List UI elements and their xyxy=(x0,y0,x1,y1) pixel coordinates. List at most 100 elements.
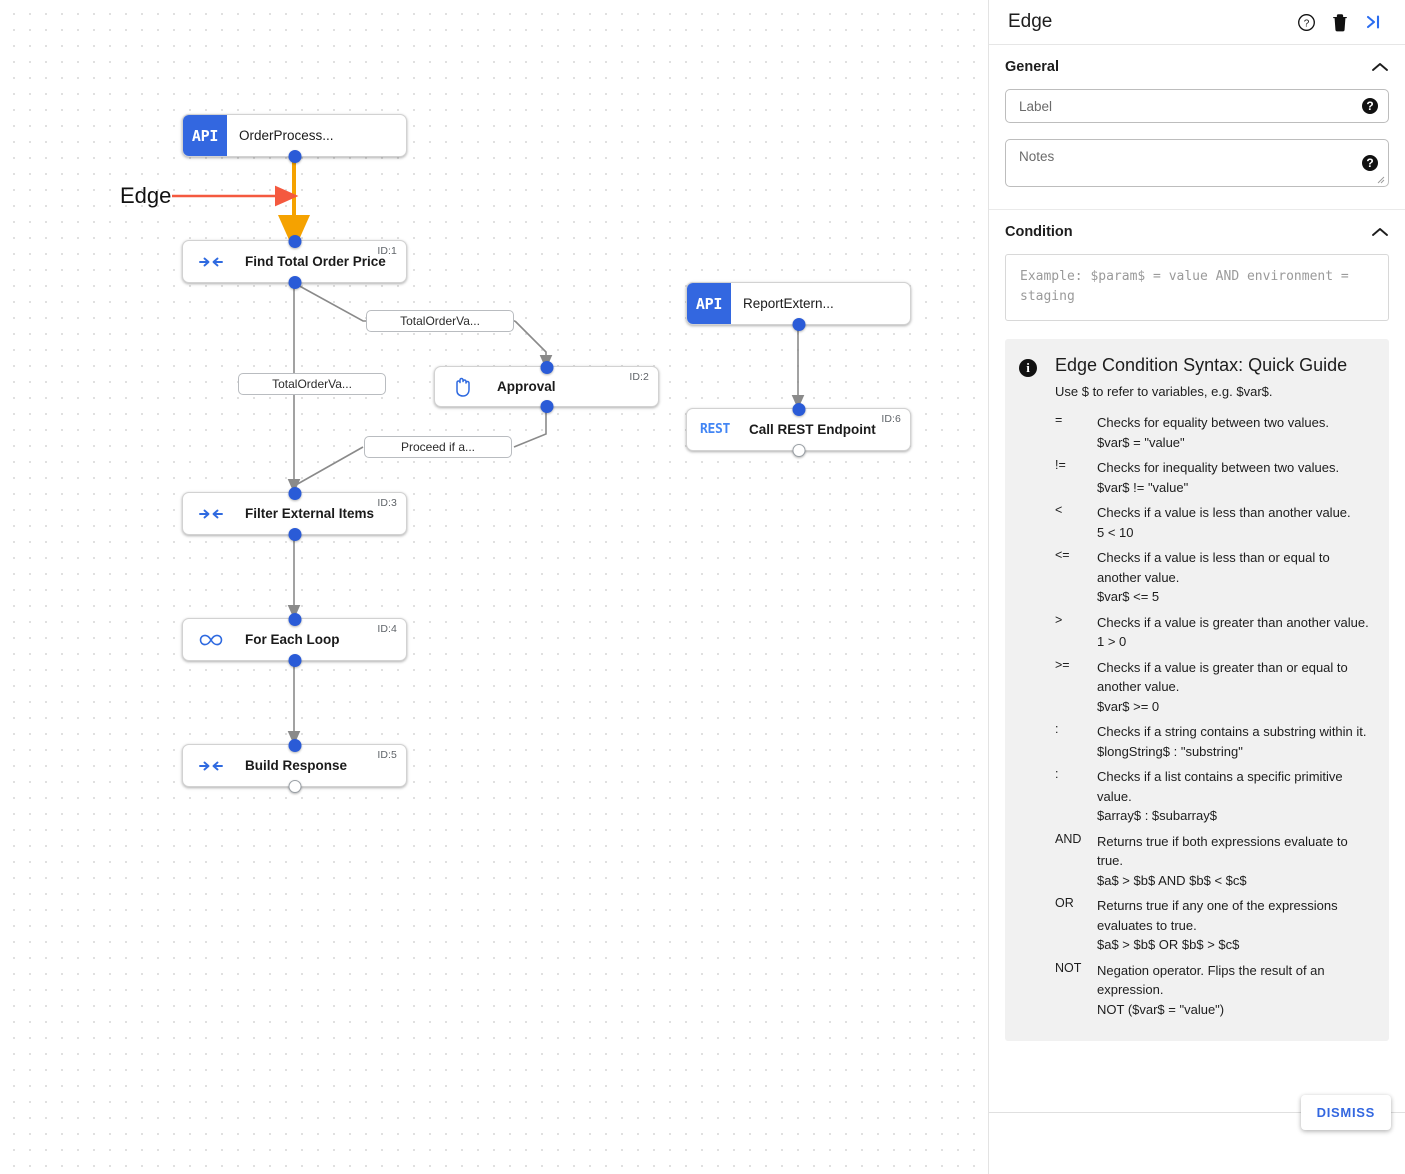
operator-symbol: : xyxy=(1055,722,1059,736)
svg-text:?: ? xyxy=(1303,18,1309,29)
notes-input[interactable] xyxy=(1019,149,1350,177)
notes-help-icon[interactable]: ? xyxy=(1362,155,1378,171)
operator-description: Returns true if any one of the expressio… xyxy=(1097,896,1375,961)
node-title: Filter External Items xyxy=(245,506,375,521)
node-input-port[interactable] xyxy=(792,402,805,416)
operator-symbol: = xyxy=(1055,413,1063,427)
condition-input[interactable] xyxy=(1018,265,1376,305)
node-input-port[interactable] xyxy=(288,486,301,500)
dismiss-button[interactable]: DISMISS xyxy=(1300,1095,1391,1130)
operator-example: $var$ = "value" xyxy=(1097,434,1185,450)
operator-table: =Checks for equality between two values.… xyxy=(1055,413,1375,1025)
operator-example: $var$ >= 0 xyxy=(1097,698,1160,714)
node-output-port[interactable] xyxy=(288,779,301,793)
rest-badge-icon: REST xyxy=(699,422,731,437)
operator-symbol: < xyxy=(1055,503,1063,517)
flow-canvas[interactable]: Edge API OrderProcess... Find Total Orde… xyxy=(0,0,988,1174)
notes-field-wrapper[interactable]: ? xyxy=(1005,139,1389,187)
edge-label[interactable]: Proceed if a... xyxy=(364,436,512,458)
operator-example: $a$ > $b$ OR $b$ > $c$ xyxy=(1097,937,1240,952)
operator-description: Checks if a list contains a specific pri… xyxy=(1097,767,1375,832)
node-output-port[interactable] xyxy=(288,653,301,667)
node-title: For Each Loop xyxy=(245,632,340,647)
converge-arrows-icon xyxy=(189,493,233,534)
converge-arrows-icon xyxy=(189,241,233,282)
guide-title: Edge Condition Syntax: Quick Guide xyxy=(1055,355,1348,375)
node-input-port[interactable] xyxy=(288,612,301,626)
node-output-port[interactable] xyxy=(792,443,805,457)
panel-body: General ? ? xyxy=(989,45,1405,1112)
node-output-port[interactable] xyxy=(288,149,301,163)
operator-example: NOT ($var$ = "value") xyxy=(1097,1001,1225,1017)
edge-approval-label3[interactable] xyxy=(513,411,547,448)
node-call-rest-endpoint[interactable]: REST Call REST Endpoint ID:6 xyxy=(686,402,911,457)
operator-example: $var$ != "value" xyxy=(1097,479,1189,495)
chevron-up-icon[interactable] xyxy=(1371,61,1389,73)
node-id-label: ID:6 xyxy=(881,413,901,425)
node-filter-external-items[interactable]: Filter External Items ID:3 xyxy=(182,486,407,541)
operator-description: Negation operator. Flips the result of a… xyxy=(1097,961,1375,1026)
operator-row: =Checks for equality between two values.… xyxy=(1055,413,1375,458)
node-id-label: ID:2 xyxy=(629,371,649,383)
operator-symbol: > xyxy=(1055,612,1063,627)
converge-arrows-icon xyxy=(189,745,233,786)
operator-example: $a$ > $b$ AND $b$ < $c$ xyxy=(1097,872,1247,888)
node-title: Call REST Endpoint xyxy=(749,422,876,437)
edge-label[interactable]: TotalOrderVa... xyxy=(238,373,386,395)
operator-description: Checks if a string contains a substring … xyxy=(1097,722,1375,767)
node-title: Approval xyxy=(497,379,556,394)
edge-connector-layer xyxy=(172,157,805,746)
node-build-response[interactable]: Build Response ID:5 xyxy=(182,738,407,793)
label-help-icon[interactable]: ? xyxy=(1362,98,1378,114)
api-badge-icon: API xyxy=(687,283,731,324)
node-output-port[interactable] xyxy=(540,399,553,413)
operator-row: < Checks if a value is less than another … xyxy=(1055,503,1375,548)
help-circle-icon[interactable]: ? xyxy=(1291,7,1321,37)
edge-properties-panel: Edge ? xyxy=(988,0,1405,1174)
node-find-total-order-price[interactable]: Find Total Order Price ID:1 xyxy=(182,234,407,289)
panel-header: Edge ? xyxy=(989,0,1405,45)
guide-subtitle: Use $ to refer to variables, e.g. $var$. xyxy=(1055,384,1273,399)
operator-description: Checks if a value is greater than anothe… xyxy=(1097,613,1375,658)
operator-description: Checks if a value is less than another v… xyxy=(1097,503,1375,548)
operator-description: Checks if a value is greater than or equ… xyxy=(1097,658,1375,723)
annotation-label: Edge xyxy=(120,183,172,208)
operator-row: :Checks if a list contains a specific pr… xyxy=(1055,767,1375,832)
node-id-label: ID:4 xyxy=(377,623,397,635)
section-title: Condition xyxy=(1005,224,1073,240)
node-report-external[interactable]: API ReportExtern... xyxy=(686,282,911,331)
label-input[interactable] xyxy=(1019,98,1350,114)
trash-icon[interactable] xyxy=(1325,7,1355,37)
resize-grip-icon[interactable] xyxy=(1377,176,1385,184)
operator-row: !=Checks for inequality between two valu… xyxy=(1055,458,1375,503)
collapse-right-icon[interactable] xyxy=(1359,7,1389,37)
edge-label1-approval[interactable] xyxy=(514,320,553,370)
node-output-port[interactable] xyxy=(288,275,301,289)
hand-icon xyxy=(441,367,485,406)
node-input-port[interactable] xyxy=(288,738,301,752)
chevron-up-icon[interactable] xyxy=(1371,226,1389,238)
node-title: Build Response xyxy=(245,758,348,773)
section-title: General xyxy=(1005,59,1059,75)
node-output-port[interactable] xyxy=(792,317,805,331)
node-order-process[interactable]: API OrderProcess... xyxy=(182,114,407,163)
node-for-each-loop[interactable]: For Each Loop ID:4 xyxy=(182,612,407,667)
section-general-header[interactable]: General xyxy=(1005,59,1389,75)
edge-label[interactable]: TotalOrderVa... xyxy=(366,310,514,332)
label-field-wrapper[interactable]: ? xyxy=(1005,89,1389,123)
node-title: OrderProcess... xyxy=(239,128,334,143)
edge-label3-filter[interactable] xyxy=(293,446,364,487)
node-output-port[interactable] xyxy=(288,527,301,541)
condition-syntax-guide: i Edge Condition Syntax: Quick Guide Use… xyxy=(1005,339,1389,1041)
condition-field-wrapper[interactable] xyxy=(1005,254,1389,321)
section-condition-header[interactable]: Condition xyxy=(1005,224,1389,240)
node-approval[interactable]: Approval ID:2 xyxy=(434,360,659,413)
operator-description: Returns true if both expressions evaluat… xyxy=(1097,832,1375,897)
operator-row: <=Checks if a value is less than or equa… xyxy=(1055,548,1375,613)
node-input-port[interactable] xyxy=(288,234,301,248)
operator-description: Checks for inequality between two values… xyxy=(1097,458,1375,503)
node-input-port[interactable] xyxy=(540,360,553,374)
